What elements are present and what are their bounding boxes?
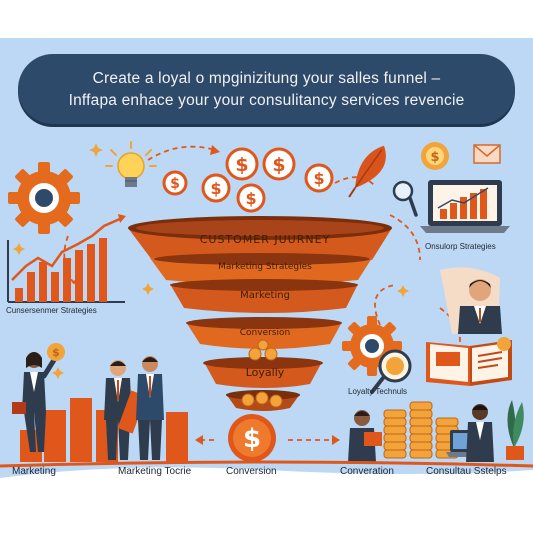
laptop-strategies-label: Onsulorp Strategies xyxy=(425,242,496,251)
title-banner: Create a loyal o mpginizitung your salle… xyxy=(18,54,515,124)
bottom-label-marketing: Marketing xyxy=(12,466,56,477)
coin-gear-icon: $ xyxy=(421,142,449,170)
title-line-1: Create a loyal o mpginizitung your salle… xyxy=(92,70,441,87)
funnel-stage-loyalty: Loyally xyxy=(245,366,285,379)
funnel-stage-marketing-strategies: Marketing Strategies xyxy=(218,262,312,272)
funnel-stage-conversion: Conversion xyxy=(239,328,291,338)
sales-funnel xyxy=(128,216,392,411)
plant-icon xyxy=(506,400,524,460)
bottom-label-conversion: Conversion xyxy=(226,466,277,477)
bottom-label-converation: Converation xyxy=(340,466,394,477)
bottom-label-consultancy: Consultau Sstelps xyxy=(426,466,507,477)
gear-icon xyxy=(8,162,80,234)
svg-text:$: $ xyxy=(245,189,256,208)
settings-gear-icon xyxy=(342,316,402,376)
svg-text:$: $ xyxy=(170,176,180,192)
svg-text:$: $ xyxy=(210,179,221,198)
businesswoman-figure: $ xyxy=(12,343,65,452)
svg-text:$: $ xyxy=(243,424,261,454)
svg-text:$: $ xyxy=(430,150,439,165)
businessmen-handshake-figures xyxy=(104,356,164,460)
coin-stacks xyxy=(383,401,459,459)
lightbulb-icon xyxy=(105,141,157,187)
funnel-stage-marketing: Marketing xyxy=(240,290,290,301)
magnifier-icon xyxy=(392,180,418,217)
dollar-coin-icons: $ $ $ $ $ $ xyxy=(162,147,334,213)
team-figures xyxy=(348,404,494,462)
laptop-icon xyxy=(420,180,510,233)
bottom-label-marketing-tools: Marketing Tocrie xyxy=(118,466,192,477)
email-icon xyxy=(473,144,501,164)
bottom-wave xyxy=(0,467,533,533)
growth-bar-chart xyxy=(7,214,126,303)
left-chart-label: Cunsersenmer Strategies xyxy=(6,306,97,315)
svg-text:$: $ xyxy=(272,154,285,176)
center-dollar-coin-icon: $ xyxy=(228,414,276,462)
svg-text:$: $ xyxy=(235,154,248,176)
presentation-book-icon xyxy=(426,337,512,386)
svg-text:$: $ xyxy=(313,169,324,188)
title-line-2: Inffapa enhace your your consulitancy se… xyxy=(68,92,465,109)
svg-text:$: $ xyxy=(52,346,60,359)
bottom-connector xyxy=(0,460,533,468)
consultant-portrait xyxy=(440,267,502,334)
funnel-stage-customer-journey: CUSTOMER JUURNEY xyxy=(199,233,331,246)
coin-search-icon xyxy=(370,349,412,394)
leaf-icon xyxy=(348,145,386,198)
loyalty-techniques-label: Loyalty Technuls xyxy=(348,387,407,396)
